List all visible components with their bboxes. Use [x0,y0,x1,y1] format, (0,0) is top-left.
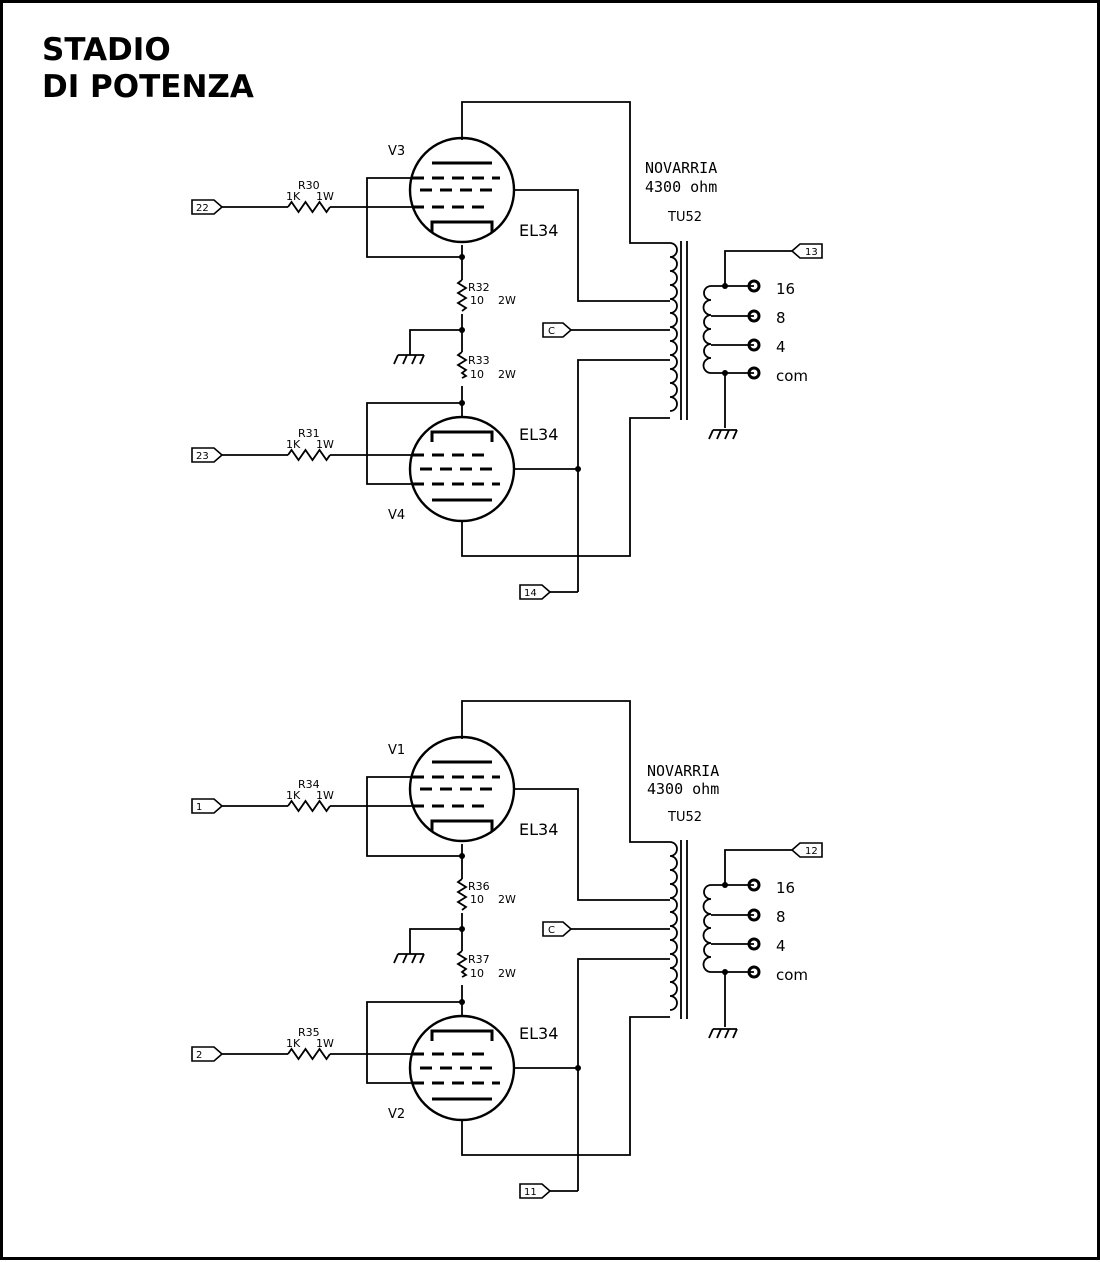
tube-ref-top: V3 [388,144,405,159]
cathode-resistor-ref-b: R37 [468,953,490,966]
grid-resistor-power-top: 1W [316,190,334,203]
center-tap-port [542,322,573,338]
tube-ref-bottom: V4 [388,508,405,523]
center-tap-label: C [548,326,555,337]
tap-16: 16 [776,879,795,897]
grid-resistor-ref-top: R34 [298,778,320,791]
tube-type-bottom: EL34 [519,425,558,444]
tap-com: com [776,966,808,984]
transformer-impedance: 4300 ohm [645,178,717,196]
tap-8: 8 [776,908,786,926]
tap-4: 4 [776,937,786,955]
cathode-resistor-power-b: 2W [498,368,516,381]
grid-resistor-ref-bottom: R35 [298,1026,320,1039]
grid-resistor-value-bottom: 1K [286,1037,301,1050]
port-label-bottom: 11 [524,1187,537,1198]
port-label-bottom: 14 [524,588,537,599]
center-tap-port [542,921,573,937]
grid-resistor-value-bottom: 1K [286,438,301,451]
transformer-model: TU52 [667,210,702,225]
cathode-resistor-value-a: 10 [470,893,484,906]
cathode-resistor-ref-b: R33 [468,354,490,367]
grid-resistor-value-top: 1K [286,190,301,203]
port-14 [519,584,552,600]
cathode-resistor-power-b: 2W [498,967,516,980]
port-13 [790,243,823,259]
transformer-impedance: 4300 ohm [647,780,719,798]
center-tap-label: C [548,925,555,936]
tube-type-top: EL34 [519,221,558,240]
port-label-top: 13 [805,247,818,258]
input-port-1 [191,798,224,814]
transformer-maker: NOVARRIA [647,762,719,780]
transformer-model: TU52 [667,810,702,825]
input-port-23 [191,447,224,463]
tube-type-top: EL34 [519,820,558,839]
grid-resistor-ref-bottom: R31 [298,427,320,440]
cathode-resistor-value-b: 10 [470,967,484,980]
grid-resistor-power-top: 1W [316,789,334,802]
cathode-resistor-power-a: 2W [498,294,516,307]
input-port-22 [191,199,224,215]
cathode-resistor-value-b: 10 [470,368,484,381]
tap-4: 4 [776,338,786,356]
grid-resistor-value-top: 1K [286,789,301,802]
port-11 [519,1183,552,1199]
input-label-top: 1 [196,802,202,813]
input-port-2 [191,1046,224,1062]
input-label-bottom: 23 [196,451,209,462]
tube-ref-bottom: V2 [388,1107,405,1122]
cathode-resistor-value-a: 10 [470,294,484,307]
input-label-top: 22 [196,203,209,214]
grid-resistor-power-bottom: 1W [316,438,334,451]
cathode-resistor-power-a: 2W [498,893,516,906]
tube-type-bottom: EL34 [519,1024,558,1043]
tap-16: 16 [776,280,795,298]
power-stage-1: 22 23 C 14 13 V3 V4 EL34 EL34 R30 1K 1W … [191,101,823,600]
grid-resistor-ref-top: R30 [298,179,320,192]
tap-com: com [776,367,808,385]
title-line-2: DI POTENZA [42,69,254,105]
tap-8: 8 [776,309,786,327]
power-stage-2: 1 2 C 11 12 V1 V2 EL34 EL34 R34 1K 1W R3… [191,700,823,1199]
transformer-maker: NOVARRIA [645,159,717,177]
cathode-resistor-ref-a: R36 [468,880,490,893]
cathode-resistor-ref-a: R32 [468,281,490,294]
port-12 [790,842,823,858]
tube-ref-top: V1 [388,743,405,758]
title-line-1: STADIO [42,32,171,68]
input-label-bottom: 2 [196,1050,202,1061]
grid-resistor-power-bottom: 1W [316,1037,334,1050]
port-label-top: 12 [805,846,818,857]
